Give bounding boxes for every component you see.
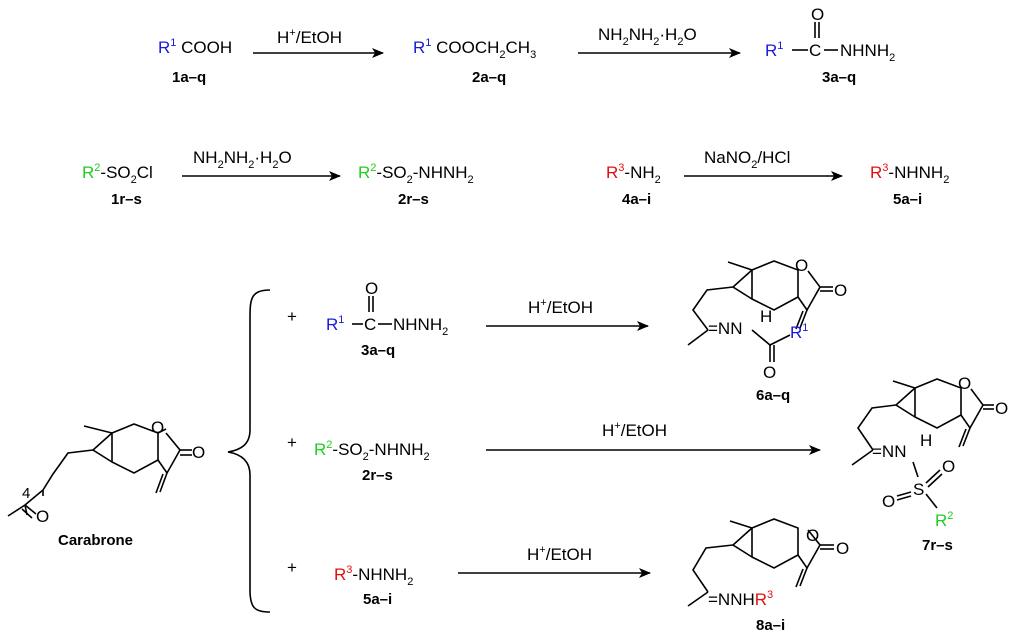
svg-text:=NN: =NN: [872, 442, 906, 461]
row1-ester: R1 COOCH2CH3 2a–q: [413, 37, 536, 86]
carabrone-structure: O 4 O O Carabrone: [7, 418, 205, 549]
svg-text:O: O: [763, 363, 776, 382]
row1-arrow2: NH2NH2·H2O: [578, 25, 741, 58]
svg-text:O: O: [942, 457, 955, 476]
compound-label-carabrone: Carabrone: [58, 532, 133, 549]
svg-text:R2-SO2Cl: R2-SO2Cl: [82, 162, 153, 186]
svg-text:+: +: [287, 558, 297, 577]
svg-text:+: +: [287, 307, 297, 326]
svg-text:4: 4: [22, 485, 30, 502]
row2-arylhydrazine: R3-NHNH2 5a–i: [870, 162, 949, 208]
svg-text:R1 COOCH2CH3: R1 COOCH2CH3: [413, 37, 536, 61]
product-8: O O =NNHR3 8a–i: [687, 518, 849, 634]
compound-label-1: 1a–q: [172, 69, 206, 86]
svg-text:O: O: [834, 281, 847, 300]
row1-arrow1: H+/EtOH: [253, 27, 384, 58]
svg-text:O: O: [836, 539, 849, 558]
compound-label-4: 4a–i: [622, 191, 651, 208]
compound-label-6: 6a–q: [756, 387, 790, 404]
svg-text:R2: R2: [935, 510, 953, 530]
branch3-arrow: H+/EtOH: [458, 544, 651, 578]
svg-text:R2-SO2-NHNH2: R2-SO2-NHNH2: [358, 162, 474, 186]
svg-text:R1: R1: [326, 314, 344, 334]
svg-text:NH2NH2·H2O: NH2NH2·H2O: [598, 25, 697, 48]
svg-text:=NNHR3: =NNHR3: [708, 589, 773, 609]
svg-text:R2-SO2-NHNH2: R2-SO2-NHNH2: [314, 439, 430, 463]
compound-label-2rs: 2r–s: [362, 467, 393, 484]
compound-label-5: 5a–i: [893, 191, 922, 208]
svg-text:R1: R1: [765, 40, 783, 60]
svg-text:H+/EtOH: H+/EtOH: [528, 297, 593, 317]
svg-text:H: H: [760, 307, 772, 326]
branch3-reagent: + R3-NHNH2 5a–i: [287, 558, 413, 608]
product-6: O O =NN H O R1 6a–q: [687, 256, 847, 404]
svg-text:O: O: [36, 507, 49, 526]
product-7: O O =NN H S O O R2 7r–s: [851, 374, 1008, 554]
svg-text:O: O: [811, 5, 824, 24]
branch2-reagent: + R2-SO2-NHNH2 2r–s: [287, 433, 430, 484]
svg-text:R3-NHNH2: R3-NHNH2: [870, 162, 949, 186]
svg-text:H+/EtOH: H+/EtOH: [277, 27, 342, 47]
svg-text:C: C: [364, 315, 376, 334]
svg-text:O: O: [151, 418, 164, 437]
row2-arrow2: NaNO2/HCl: [684, 148, 843, 181]
svg-text:S: S: [913, 480, 924, 499]
svg-text:C: C: [809, 41, 821, 60]
svg-text:H+/EtOH: H+/EtOH: [527, 544, 592, 564]
compound-label-8: 8a–i: [756, 617, 785, 634]
svg-text:R3-NHNH2: R3-NHNH2: [334, 564, 413, 588]
compound-label-3: 3a–q: [822, 69, 856, 86]
svg-text:O: O: [958, 374, 971, 393]
svg-text:H+/EtOH: H+/EtOH: [602, 420, 667, 440]
svg-text:O: O: [882, 492, 895, 511]
svg-text:O: O: [192, 443, 205, 462]
compound-label-7: 7r–s: [922, 537, 953, 554]
svg-text:NHNH2: NHNH2: [840, 41, 895, 64]
svg-text:R1 COOH: R1 COOH: [158, 37, 232, 57]
row2-amine: R3-NH2 4a–i: [606, 162, 661, 208]
row2-arrow1: NH2NH2·H2O: [182, 148, 341, 181]
svg-text:NH2NH2·H2O: NH2NH2·H2O: [193, 148, 292, 171]
row1-hydrazide: R1 C O NHNH2 3a–q: [765, 5, 895, 86]
row1-acid: R1 COOH 1a–q: [158, 37, 232, 86]
svg-text:+: +: [287, 433, 297, 452]
branch1-reagent: + R1 C O NHNH2 3a–q: [287, 279, 448, 359]
svg-text:R3-NH2: R3-NH2: [606, 162, 661, 186]
compound-label-5: 5a–i: [363, 591, 392, 608]
svg-text:O: O: [995, 399, 1008, 418]
svg-text:H: H: [920, 431, 932, 450]
svg-text:O: O: [365, 279, 378, 298]
svg-text:O: O: [795, 256, 808, 275]
svg-text:NaNO2/HCl: NaNO2/HCl: [704, 148, 790, 171]
branch1-arrow: H+/EtOH: [486, 297, 649, 331]
row2-sulfonohydrazide: R2-SO2-NHNH2 2r–s: [358, 162, 474, 208]
compound-label-2rs: 2r–s: [398, 191, 429, 208]
row2-sulfonyl-chloride: R2-SO2Cl 1r–s: [82, 162, 153, 208]
compound-label-2: 2a–q: [472, 69, 506, 86]
svg-text:NHNH2: NHNH2: [393, 315, 448, 338]
compound-label-3: 3a–q: [361, 342, 395, 359]
compound-label-1rs: 1r–s: [111, 191, 142, 208]
svg-text:R1: R1: [790, 322, 808, 342]
svg-text:=NN: =NN: [708, 319, 742, 338]
branch2-arrow: H+/EtOH: [486, 420, 821, 455]
branch-brace: [227, 289, 271, 613]
